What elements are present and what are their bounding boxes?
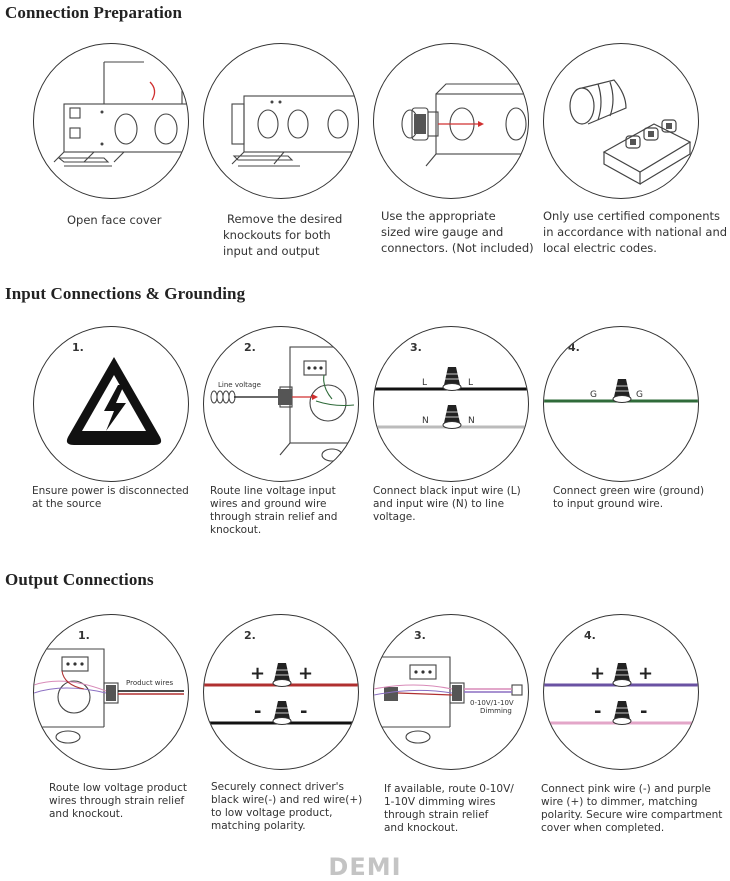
plus-sign-right: +	[298, 663, 313, 684]
line-voltage-label: Line voltage	[218, 381, 261, 389]
caption-open-face-cover: Open face cover	[67, 213, 162, 227]
caption-route-low-voltage: Route low voltage product wires through …	[49, 782, 188, 820]
step-number: 1.	[78, 629, 90, 642]
caption-power-disconnected: Ensure power is disconnected at the sour…	[32, 485, 189, 510]
minus-sign-right: -	[640, 701, 647, 722]
caption-connect-ground: Connect green wire (ground) to input gro…	[553, 485, 705, 510]
wire-nut-icon	[442, 367, 462, 391]
illustration-connect-ground: 4. G G	[543, 326, 699, 482]
plus-sign-right: +	[638, 663, 653, 684]
wire-nut-icon	[612, 379, 632, 403]
label-l-left: L	[422, 378, 427, 388]
illustration-remove-knockouts	[203, 43, 359, 199]
caption-certified-components: Only use certified components in accorda…	[543, 209, 728, 255]
minus-sign-left: -	[254, 701, 261, 722]
step-number: 1.	[72, 341, 84, 354]
caption-wire-gauge: Use the appropriate sized wire gauge and…	[381, 209, 534, 255]
step-number: 2.	[244, 341, 256, 354]
wire-nut-icon	[442, 405, 462, 429]
step-number: 3.	[414, 629, 426, 642]
illustration-open-face-cover	[33, 43, 189, 199]
wire-nut-icon	[272, 701, 292, 725]
dimming-label-line2: Dimming	[480, 707, 512, 715]
label-l-right: L	[468, 378, 473, 388]
caption-remove-knockouts: Remove the desired knockouts for both in…	[223, 212, 343, 258]
label-g-right: G	[636, 390, 643, 400]
illustration-power-disconnected: 1.	[33, 326, 189, 482]
illustration-route-line-voltage: 2. Line voltage	[203, 326, 359, 482]
illustration-route-dimming-wires: 3. 0-10V/1-10V Dimming	[373, 614, 529, 770]
illustration-connect-driver-wires: 2. + + - -	[203, 614, 359, 770]
illustration-certified-connectors	[543, 43, 699, 199]
step-number: 2.	[244, 629, 256, 642]
caption-route-dimming-wires: If available, route 0-10V/ 1-10V dimming…	[384, 783, 514, 834]
step-number: 4.	[568, 341, 580, 354]
plus-sign-left: +	[590, 663, 605, 684]
section-title-input-connections: Input Connections & Grounding	[5, 284, 246, 303]
minus-sign-left: -	[594, 701, 601, 722]
wire-nut-icon	[612, 701, 632, 725]
illustration-route-low-voltage: 1. Product wires	[33, 614, 189, 770]
caption-connect-line-neutral: Connect black input wire (L) and input w…	[373, 485, 521, 523]
section-title-connection-preparation: Connection Preparation	[5, 3, 183, 22]
section-title-output-connections: Output Connections	[5, 570, 154, 589]
wire-nut-icon	[272, 663, 292, 687]
label-n-right: N	[468, 416, 475, 426]
caption-connect-driver-wires: Securely connect driver's black wire(-) …	[211, 781, 363, 832]
dimming-label-line1: 0-10V/1-10V	[470, 699, 514, 707]
label-g-left: G	[590, 390, 597, 400]
illustration-connect-line-neutral: 3. L L N N	[373, 326, 529, 482]
step-number: 4.	[584, 629, 596, 642]
label-n-left: N	[422, 416, 429, 426]
caption-route-line-voltage: Route line voltage input wires and groun…	[210, 485, 338, 536]
minus-sign-right: -	[300, 701, 307, 722]
product-wires-label: Product wires	[126, 679, 174, 687]
illustration-connect-dimmer-wires: 4. + + - -	[543, 614, 699, 770]
step-number: 3.	[410, 341, 422, 354]
illustration-wire-gauge-connectors	[373, 43, 529, 199]
wire-nut-icon	[612, 663, 632, 687]
caption-connect-dimmer-wires: Connect pink wire (-) and purple wire (+…	[541, 783, 723, 834]
brand-watermark: DEMI	[328, 853, 402, 881]
plus-sign-left: +	[250, 663, 265, 684]
lightning-bolt-icon	[104, 385, 126, 431]
